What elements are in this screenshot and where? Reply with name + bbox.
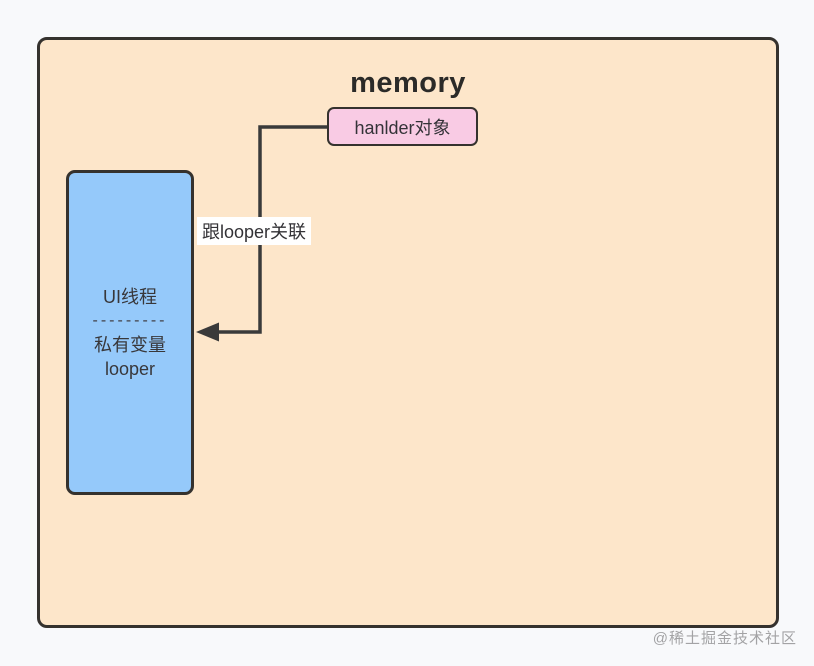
private-variable-label: 私有变量 [94,334,166,355]
ui-thread-box: UI线程 --------- 私有变量 looper [66,170,194,495]
handler-object-label: hanlder对象 [354,117,451,138]
divider-dashes: --------- [92,311,168,329]
arrow-association-label: 跟looper关联 [197,217,312,245]
memory-title: memory [350,67,466,99]
looper-label: looper [104,358,156,379]
watermark: @稀土掘金技术社区 [652,630,797,647]
ui-thread-label: UI线程 [103,286,157,307]
handler-object-box: hanlder对象 [327,107,478,146]
arrowhead-icon [196,322,219,342]
